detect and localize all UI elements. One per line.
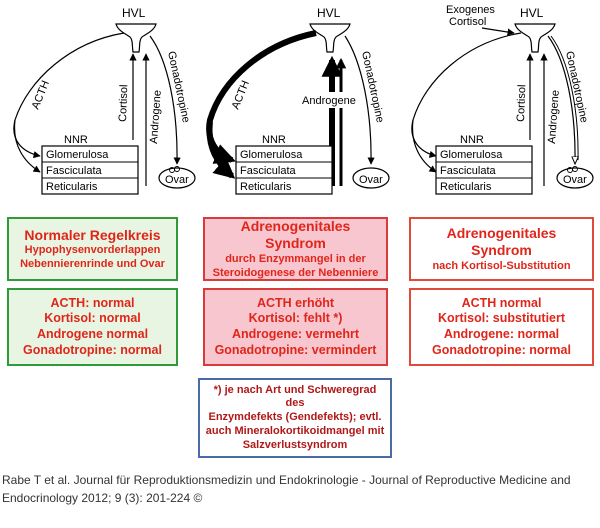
ovar-label: Ovar — [165, 174, 189, 186]
layer-reticularis: Reticularis — [440, 181, 492, 193]
nnr-box — [41, 145, 139, 195]
value-androgene: Androgene normal — [36, 327, 149, 341]
value-kortisol: Kortisol: substitutiert — [437, 311, 566, 326]
value-gonadotropine: Gonadotropine: normal — [23, 342, 162, 357]
box-footnote: *) je nach Art und Schweregrad des Enzym… — [198, 378, 392, 458]
exogenes-label: Exogenes — [446, 4, 495, 16]
box-line: nach Kortisol-Substitution — [432, 259, 571, 272]
acth-arrow — [13, 32, 125, 159]
layer-fasciculata: Fasciculata — [46, 165, 103, 177]
acth-arrow-thick-branch — [206, 121, 236, 179]
acth-arrow-branch — [13, 119, 41, 173]
box-line: Nebennierenrinde und Ovar — [20, 257, 165, 270]
footnote-line: auch Mineralokortikoidmangel mit — [205, 424, 385, 437]
ovar-label: Ovar — [359, 174, 383, 186]
layer-fasciculata: Fasciculata — [240, 165, 297, 177]
layer-glomerulosa: Glomerulosa — [46, 149, 109, 161]
box-normal-title: Normaler Regelkreis Hypophysenvorderlapp… — [7, 217, 178, 281]
pituitary-shape — [115, 23, 157, 53]
footnote-line: *) je nach Art und Schweregrad des — [213, 383, 377, 410]
nnr-box — [435, 145, 533, 195]
box-ags-values: ACTH erhöht Kortisol: fehlt *) Androgene… — [203, 288, 388, 366]
gonadotropine-arrow — [344, 35, 375, 165]
layer-glomerulosa: Glomerulosa — [440, 149, 503, 161]
hvl-label: HVL — [122, 6, 146, 20]
citation-line: Endocrinology 2012; 9 (3): 201-224 © — [2, 491, 203, 505]
box-line: Steroidogenese der Nebenniere — [212, 266, 379, 279]
acth-label: ACTH — [30, 79, 52, 111]
pituitary-shape — [514, 23, 556, 53]
footnote-line: Salzverlustsyndrom — [242, 438, 348, 451]
box-line: durch Enzymmangel in der — [225, 252, 366, 265]
citation: Rabe T et al. Journal für Reproduktionsm… — [0, 468, 600, 528]
panel-ags-substitution: Exogenes Cortisol HVL Cortisol Androgene… — [411, 4, 594, 195]
value-acth: ACTH: normal — [50, 295, 135, 310]
footnote-line: Enzymdefekts (Gendefekts); evtl. — [208, 411, 382, 424]
value-androgene: Androgene: vermehrt — [231, 327, 360, 341]
value-androgene: Androgene: normal — [443, 327, 560, 341]
ovar-label: Ovar — [563, 174, 587, 186]
gonadotropine-label: Gonadotropine — [165, 50, 192, 124]
ovar-shape — [352, 167, 390, 189]
androgene-label: Androgene — [546, 90, 562, 145]
panel-normal: HVL ACTH Cortisol Androgene Gonadotropin… — [13, 6, 196, 195]
androgene-label: Androgene — [148, 90, 164, 145]
cortisol-label: Cortisol — [515, 84, 528, 122]
value-kortisol: Kortisol: fehlt *) — [248, 311, 343, 326]
nnr-label: NNR — [262, 134, 286, 146]
nnr-label: NNR — [460, 134, 484, 146]
cortisol-label: Cortisol — [117, 84, 130, 122]
androgene-label: Androgene — [302, 95, 356, 107]
box-title: Normaler Regelkreis — [24, 226, 161, 243]
acth-arrow-branch — [411, 119, 437, 173]
gonadotropine-label: Gonadotropine — [359, 50, 386, 124]
feedback-diagram: HVL ACTH Cortisol Androgene Gonadotropin… — [13, 4, 594, 195]
ovar-shape — [556, 167, 594, 189]
box-ags-substitution-values: ACTH normal Kortisol: substitutiert Andr… — [409, 288, 594, 366]
acth-arrow-thick — [206, 30, 317, 164]
box-ags-substitution-title: Adrenogenitales Syndrom nach Kortisol-Su… — [409, 217, 594, 281]
box-ags-title: Adrenogenitales Syndrom durch Enzymmange… — [203, 217, 388, 281]
value-acth: ACTH normal — [461, 295, 542, 310]
pituitary-shape — [309, 23, 351, 53]
exogenous-cortisol-arrow — [481, 27, 515, 36]
layer-fasciculata: Fasciculata — [440, 165, 497, 177]
ovar-shape — [158, 167, 196, 189]
box-title: Adrenogenitales Syndrom — [240, 217, 351, 252]
gonadotropine-arrow — [149, 35, 181, 165]
gonadotropine-label: Gonadotropine — [563, 50, 590, 124]
layer-reticularis: Reticularis — [46, 181, 98, 193]
box-title: Adrenogenitales Syndrom — [446, 224, 557, 259]
hvl-label: HVL — [520, 6, 544, 20]
hvl-label: HVL — [317, 6, 341, 20]
citation-line: Rabe T et al. Journal für Reproduktionsm… — [2, 473, 571, 487]
nnr-label: NNR — [64, 134, 88, 146]
value-gonadotropine: Gonadotropine: vermindert — [214, 342, 377, 357]
box-normal-values: ACTH: normal Kortisol: normal Androgene … — [7, 288, 178, 366]
layer-glomerulosa: Glomerulosa — [240, 149, 303, 161]
exogenes-cortisol-label: Cortisol — [449, 16, 486, 28]
value-gonadotropine: Gonadotropine: normal — [432, 342, 571, 357]
nnr-box — [235, 145, 333, 195]
panel-ags: HVL ACTH Androgene Gonadotropine NNR Glo… — [206, 6, 390, 195]
value-kortisol: Kortisol: normal — [44, 311, 141, 326]
layer-reticularis: Reticularis — [240, 181, 292, 193]
acth-arrow — [411, 32, 522, 158]
gonadotropine-arrow — [547, 35, 575, 164]
box-line: Hypophysenvorderlappen — [24, 244, 161, 256]
value-acth: ACTH erhöht — [256, 295, 335, 310]
